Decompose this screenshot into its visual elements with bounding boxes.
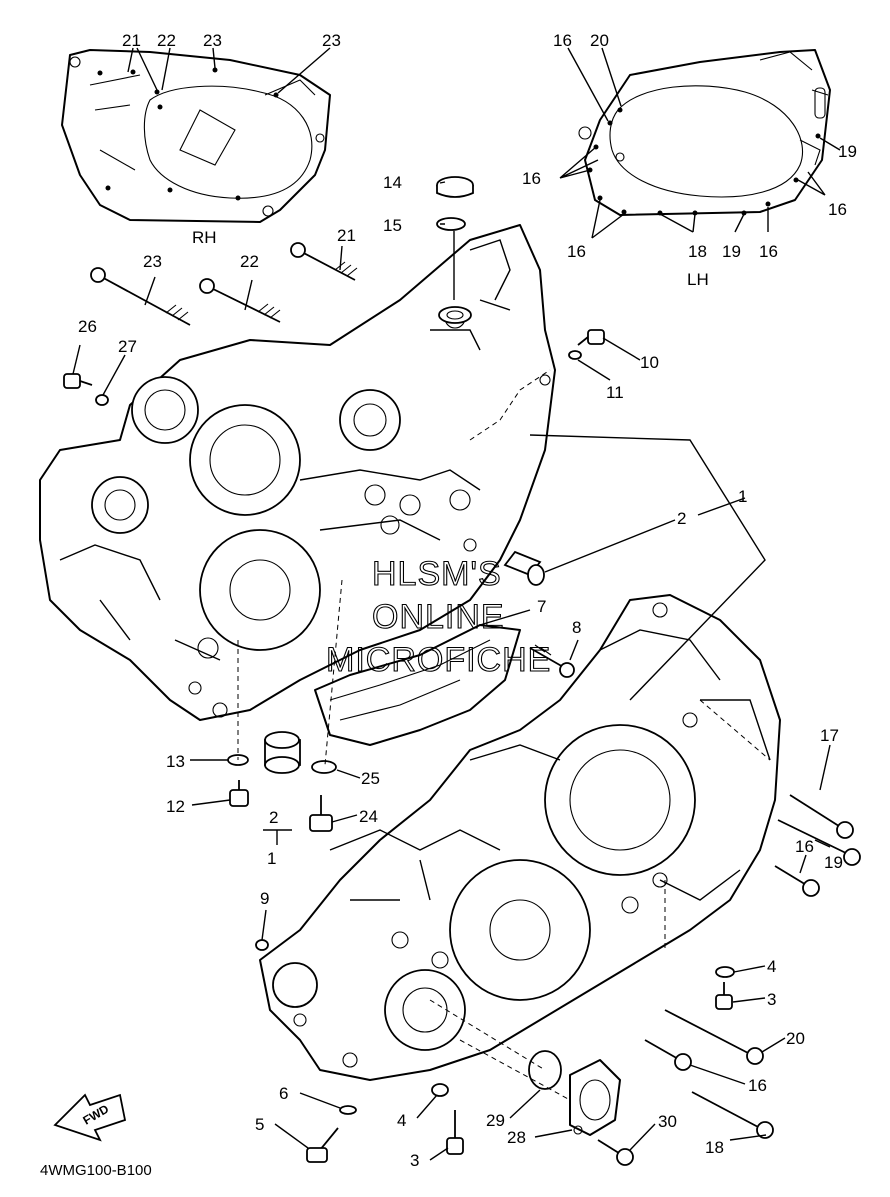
- callout-22: 22: [240, 252, 259, 271]
- rh-inset-leader-lines: [127, 47, 331, 94]
- callout-20: 20: [786, 1029, 805, 1048]
- callout-4-right: 4: [767, 957, 776, 976]
- callout-lh-16b: 16: [522, 169, 541, 188]
- callout-rh-22: 22: [157, 31, 176, 50]
- rh-label: RH: [192, 228, 217, 247]
- washer-6: [339, 1105, 357, 1115]
- filler-seat: [438, 306, 472, 324]
- bolt-8: [529, 644, 575, 678]
- washer-25: [311, 760, 337, 774]
- bolt-3-low: [446, 1110, 464, 1155]
- right-crankcase-half: [39, 224, 556, 721]
- callout-19: 19: [824, 853, 843, 872]
- callout-6: 6: [279, 1084, 288, 1103]
- callout-lh-19b: 19: [722, 242, 741, 261]
- lh-label: LH: [687, 270, 709, 289]
- callout-21: 21: [337, 226, 356, 245]
- washer-4-right: [715, 966, 735, 978]
- lh-inset-leader-lines: [559, 47, 841, 239]
- callout-lh-16e: 16: [759, 242, 778, 261]
- callout-9: 9: [260, 889, 269, 908]
- bolt-24: [309, 795, 333, 832]
- callout-lh-20: 20: [590, 31, 609, 50]
- diagram-code: 4WMG100-B100: [40, 1162, 152, 1179]
- bolt-17: [789, 794, 854, 839]
- callout-rh-23a: 23: [203, 31, 222, 50]
- leader-lines: [72, 181, 831, 1161]
- callout-lh-16d: 16: [567, 242, 586, 261]
- callout-3-low: 3: [410, 1151, 419, 1170]
- callout-4-low: 4: [397, 1111, 406, 1130]
- callout-25: 25: [361, 769, 380, 788]
- callouts: 21 22 23 23 16 20 19 16 16 16 18 19 16 1…: [78, 31, 857, 1170]
- oil-filler-plug-14: [436, 176, 474, 198]
- callout-3-right: 3: [767, 990, 776, 1009]
- bolt-16-mid: [774, 865, 820, 897]
- bolt-26: [63, 373, 93, 389]
- o-ring-15: [436, 217, 466, 231]
- callout-30: 30: [658, 1112, 677, 1131]
- watermark-line-3: MICROFICHE: [326, 641, 551, 679]
- rh-inset-case-outline: [61, 49, 331, 223]
- callout-14: 14: [383, 173, 402, 192]
- callout-rh-23b: 23: [322, 31, 341, 50]
- callout-lh-16a: 16: [553, 31, 572, 50]
- callout-1-bottom: 1: [267, 849, 276, 868]
- callout-lh-18: 18: [688, 242, 707, 261]
- callout-2-bottom: 2: [269, 808, 278, 827]
- callout-17: 17: [820, 726, 839, 745]
- callout-23: 23: [143, 252, 162, 271]
- alignment-dashed-lines: [237, 369, 771, 1101]
- bolt-23: [90, 267, 191, 326]
- callout-7: 7: [537, 597, 546, 616]
- callout-lh-19a: 19: [838, 142, 857, 161]
- callout-16-mid: 16: [795, 837, 814, 856]
- watermark-line-1: HLSM'S: [372, 555, 502, 593]
- callout-16-low: 16: [748, 1076, 767, 1095]
- gasket-plate: [314, 624, 521, 746]
- watermark-line-2: ONLINE: [372, 598, 505, 636]
- bolt-10: [577, 329, 605, 346]
- callout-27: 27: [118, 337, 137, 356]
- callout-13: 13: [166, 752, 185, 771]
- bolt-12: [229, 780, 249, 807]
- cover-28: [569, 1059, 621, 1136]
- lh-inset-case-outline: [578, 49, 831, 216]
- washer-27: [95, 394, 109, 406]
- dowel-pin-2-upper: [503, 550, 545, 586]
- bolt-5: [306, 1127, 339, 1163]
- washer-4-low: [431, 1083, 449, 1097]
- callout-28: 28: [507, 1128, 526, 1147]
- callout-2-top: 2: [677, 509, 686, 528]
- watermark: HLSM'S ONLINE MICROFICHE: [325, 554, 551, 679]
- callout-lh-16c: 16: [828, 200, 847, 219]
- callout-11: 11: [606, 383, 624, 402]
- bolt-22: [199, 278, 281, 323]
- washer-11: [568, 350, 582, 360]
- callout-24: 24: [359, 807, 378, 826]
- callout-29: 29: [486, 1111, 505, 1130]
- bolt-20: [664, 1009, 764, 1065]
- dowel-pin-2-lower: [264, 731, 301, 774]
- o-ring-29: [528, 1050, 562, 1090]
- callout-12: 12: [166, 797, 185, 816]
- left-crankcase-half: [259, 594, 781, 1081]
- callout-rh-21: 21: [122, 31, 141, 50]
- bolt-21: [290, 242, 358, 281]
- callout-8: 8: [572, 618, 581, 637]
- bolt-18: [691, 1091, 774, 1139]
- callout-1-top: 1: [738, 487, 747, 506]
- bolt-19: [777, 819, 861, 866]
- callout-15: 15: [383, 216, 402, 235]
- o-ring-9: [255, 939, 269, 951]
- bolt-30: [597, 1139, 634, 1166]
- callout-5: 5: [255, 1115, 264, 1134]
- callout-10: 10: [640, 353, 659, 372]
- callout-26: 26: [78, 317, 97, 336]
- fwd-arrow-icon: [53, 1093, 127, 1142]
- bolt-3-right: [715, 982, 733, 1010]
- bolt-16-low: [644, 1039, 692, 1071]
- callout-18: 18: [705, 1138, 724, 1157]
